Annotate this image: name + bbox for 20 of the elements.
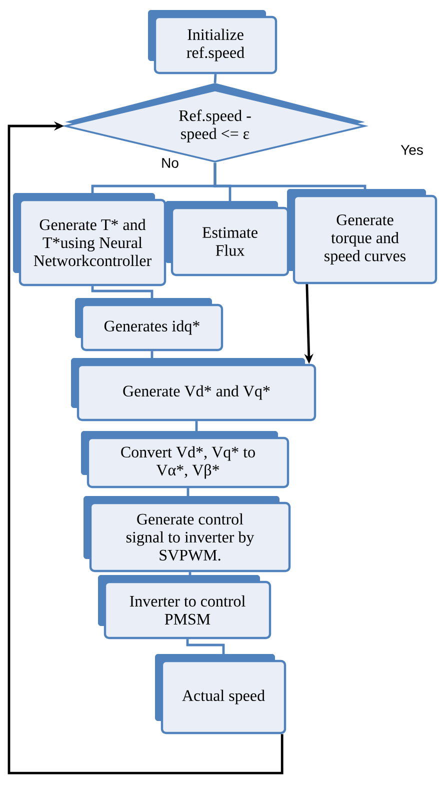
connector-line — [186, 639, 225, 654]
process-box: Estimate Flux — [165, 201, 290, 276]
process-box: Actual speed — [155, 654, 286, 734]
process-box: Convert Vd*, Vq* to Vα*, Vβ* — [81, 431, 290, 488]
process-box: Generates idq* — [75, 298, 224, 352]
process-box: Generate Vd* and Vq* — [71, 358, 316, 422]
connector-line — [188, 572, 192, 575]
process-box: Generate control signal to inverter by SVPWM. — [84, 496, 291, 572]
connector-line — [150, 351, 154, 358]
connector-line — [195, 421, 198, 431]
connector-line — [186, 488, 190, 496]
process-box: Initialize ref.speed — [148, 10, 278, 74]
arrow — [8, 121, 284, 774]
process-box: Generate T* and T*using Neural Networkcontroller — [13, 193, 166, 286]
connector-line — [214, 74, 217, 84]
connector-line — [91, 286, 154, 298]
connector-line — [214, 162, 366, 189]
process-box: Generate torque and speed curves — [287, 189, 438, 284]
branch-label: Yes — [400, 145, 423, 155]
process-box: Inverter to control PMSM — [98, 575, 272, 640]
